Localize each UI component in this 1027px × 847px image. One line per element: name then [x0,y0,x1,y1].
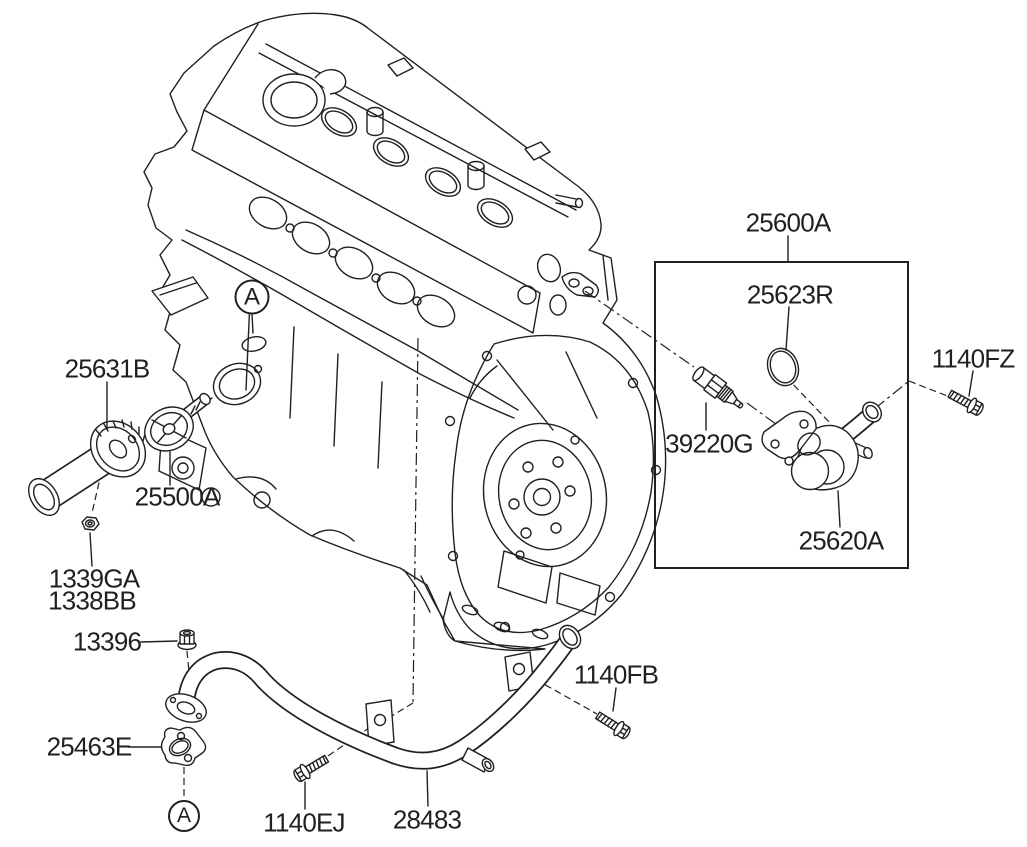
part-28483-coolant-pipe [165,624,582,773]
part-label-39220G: 39220G [665,428,754,459]
part-label-1339GA: 1339GA [48,563,140,594]
part-25500a-thermostat [144,392,213,452]
leader-lines [89,235,974,810]
part-label-25631B: 25631B [64,353,151,384]
part-13396-nut [177,629,197,651]
part-label-1338BB: 1338BB [48,585,137,616]
part-1140fb-bolt [592,707,634,742]
part-25623r-o-ring [766,347,800,387]
part-label-25463E: 25463E [46,731,133,762]
part-25620a-thermostat-housing [761,401,883,491]
part-1140fz-bolt [945,385,987,419]
part-label-25600A: 25600A [745,207,832,238]
view-marker-a-lower: A [168,800,200,832]
part-25631b-water-inlet-fitting [28,419,147,517]
view-marker-a-upper: A [234,279,270,315]
part-label-25623R: 25623R [746,279,834,310]
part-1140ej-bolt [290,751,332,785]
part-label-1140EJ: 1140EJ [263,807,345,838]
engine-illustration [143,12,667,652]
assembly-box-25600a [654,261,909,569]
part-25463e-gasket [160,726,207,767]
part-label-1140FZ: 1140FZ [931,343,1016,374]
part-1339ga-nut [81,516,100,531]
part-label-25500A: 25500A [134,481,221,512]
part-39220g-temperature-sensor [692,366,744,409]
part-label-13396: 13396 [72,626,142,657]
part-label-28483: 28483 [392,804,462,835]
part-label-1140FB: 1140FB [573,659,659,690]
part-label-25620A: 25620A [798,525,885,556]
